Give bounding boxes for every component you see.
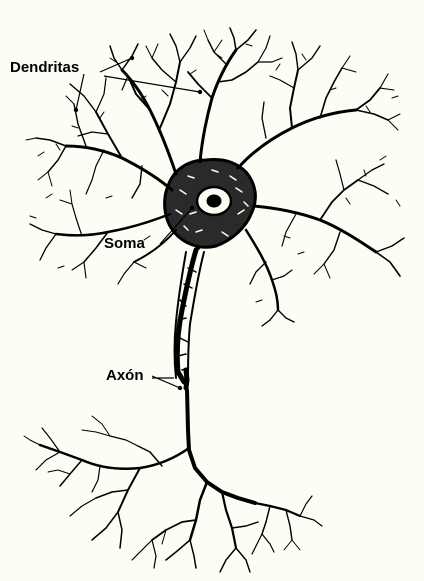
nucleolus	[207, 195, 221, 207]
label-dendrites: Dendritas	[10, 59, 79, 76]
label-soma: Soma	[104, 235, 146, 252]
label-axon: Axón	[106, 367, 144, 384]
